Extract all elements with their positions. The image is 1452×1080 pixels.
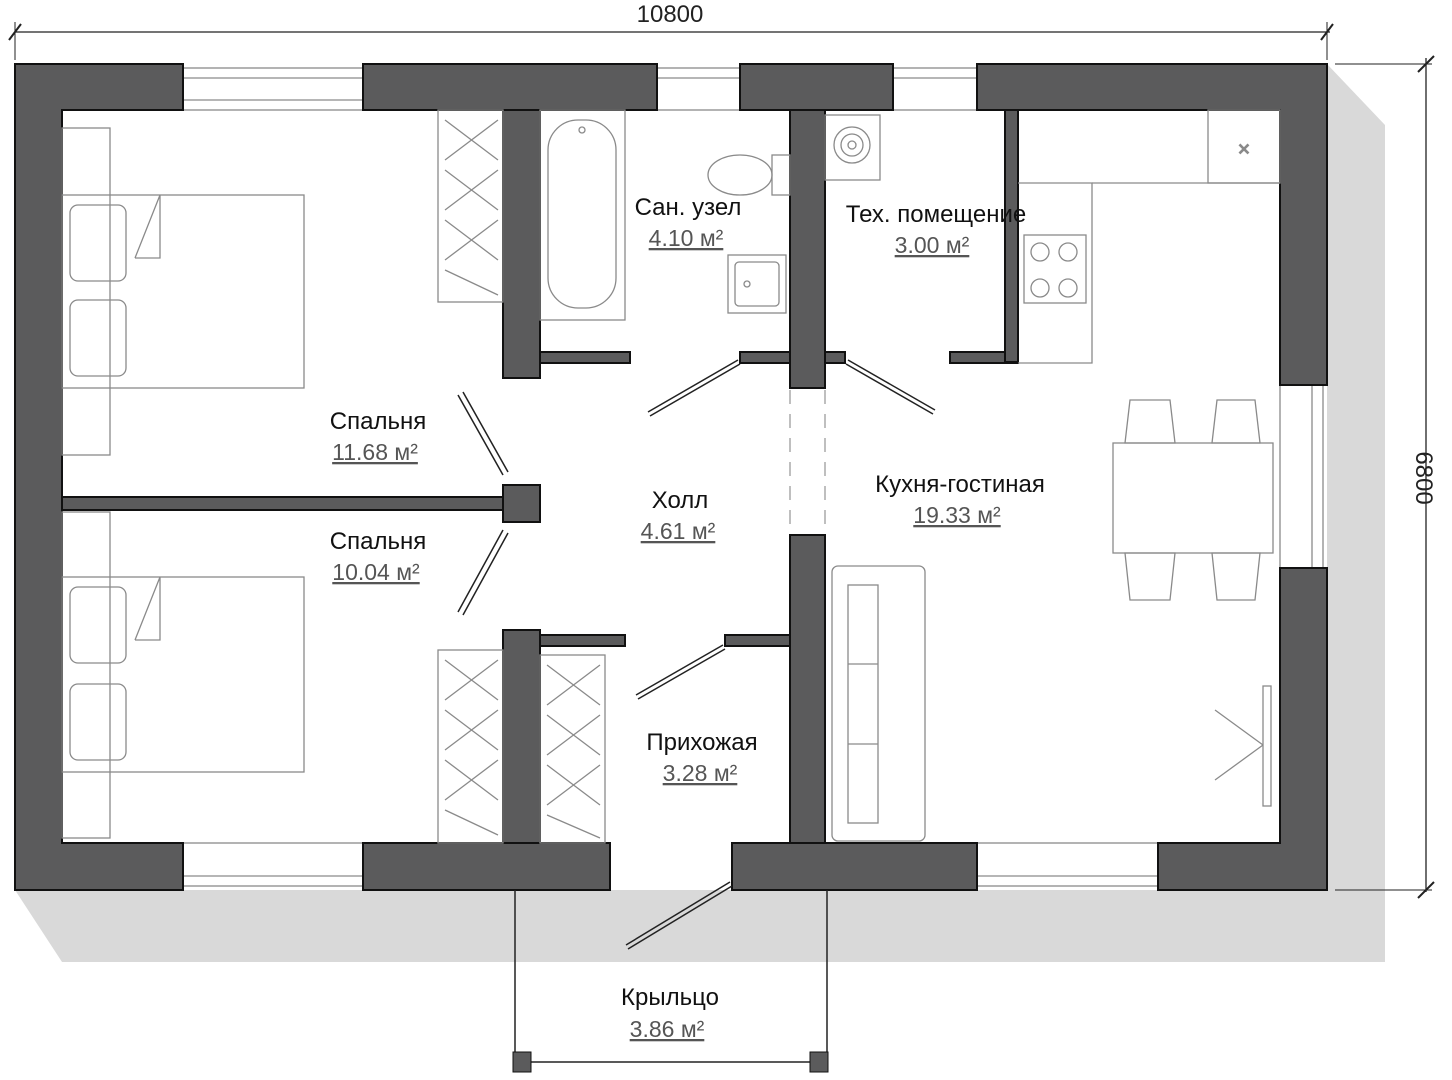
dimension-height: 6800 [1335, 55, 1437, 899]
room-name-bathroom: Сан. узел [635, 194, 742, 221]
sofa [831, 565, 926, 842]
room-area-bathroom: 4.10 м² [649, 225, 724, 251]
room-name-hall: Холл [652, 487, 709, 514]
room-name-entryway: Прихожая [646, 729, 757, 756]
interior-walls [61, 109, 1019, 844]
room-labels: Спальня 11.68 м² Спальня 10.04 м² Сан. у… [330, 194, 1045, 1042]
porch [512, 890, 829, 1073]
bed-1 [61, 127, 305, 456]
bathroom-fixtures [539, 109, 791, 321]
kitchen-counter: × [1018, 109, 1281, 364]
room-area-entryway: 3.28 м² [663, 760, 738, 786]
room-area-tech-room: 3.00 м² [895, 232, 970, 258]
dining-table [1112, 399, 1274, 601]
room-name-tech-room: Тех. помещение [846, 201, 1027, 228]
room-name-bedroom-2: Спальня [330, 528, 426, 555]
wardrobes [437, 109, 606, 844]
room-area-bedroom-1: 11.68 м² [332, 439, 418, 465]
room-area-porch: 3.86 м² [630, 1016, 705, 1042]
boiler [824, 114, 881, 181]
room-area-bedroom-2: 10.04 м² [332, 559, 420, 585]
tv-unit [1214, 685, 1272, 807]
room-name-bedroom-1: Спальня [330, 408, 426, 435]
doors [457, 359, 936, 950]
height-label: 6800 [1410, 451, 1437, 504]
room-area-kitchen-living: 19.33 м² [913, 502, 1001, 528]
svg-text:×: × [1237, 139, 1250, 158]
room-area-hall: 4.61 м² [641, 518, 716, 544]
dimension-width: 10800 [8, 1, 1334, 60]
width-label: 10800 [637, 1, 704, 28]
exterior-walls [14, 63, 1328, 891]
room-name-kitchen-living: Кухня-гостиная [875, 471, 1045, 498]
bed-2 [61, 511, 305, 839]
room-name-porch: Крыльцо [621, 984, 719, 1011]
